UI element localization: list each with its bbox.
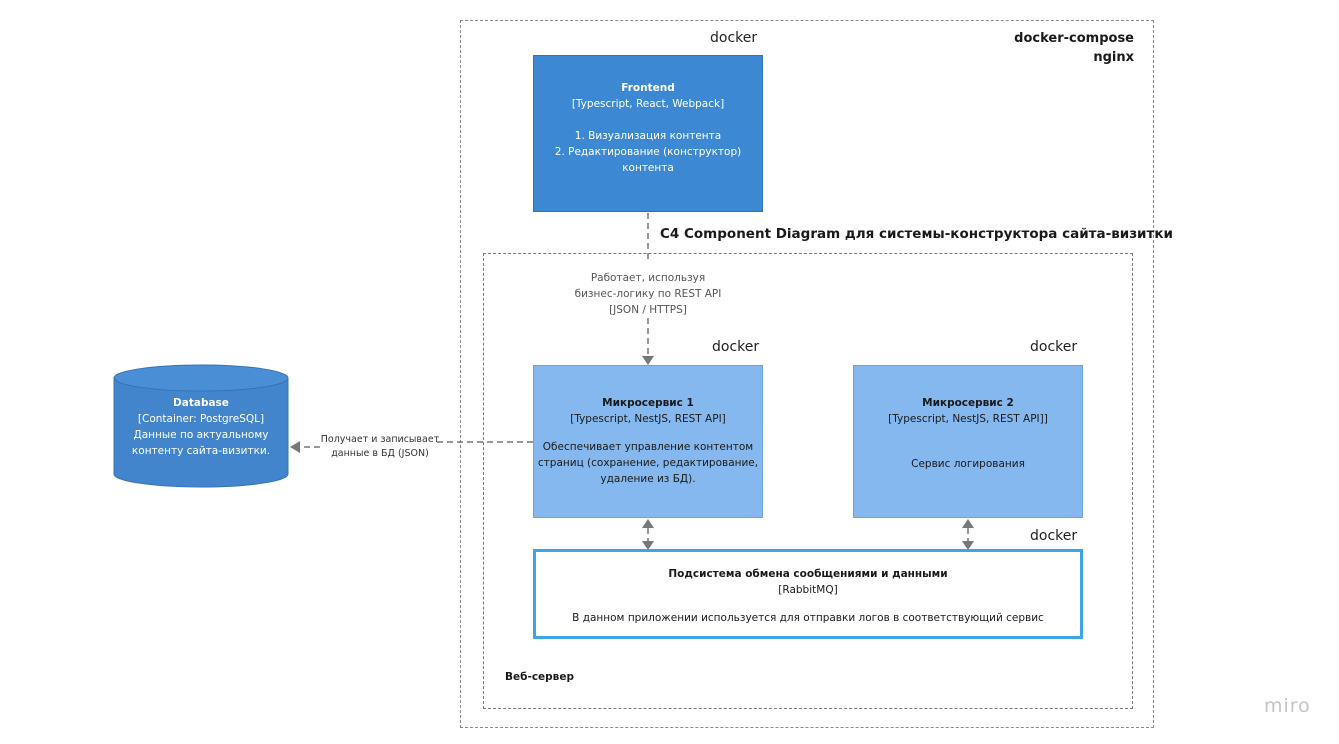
frontend-title: Frontend: [621, 82, 675, 94]
docker-label-ms1: docker: [712, 339, 760, 355]
frontend-desc-3: контента: [622, 162, 674, 174]
mq-title: Подсистема обмена сообщениями и данными: [668, 568, 948, 580]
database-title: Database: [173, 397, 229, 409]
frontend-container[interactable]: Frontend [Typescript, React, Webpack] 1.…: [533, 55, 763, 212]
web-server-boundary: [483, 253, 1133, 709]
frontend-tech: [Typescript, React, Webpack]: [571, 98, 725, 110]
ms2-tech: [Typescript, NestJS, REST API]]: [888, 413, 1048, 425]
database-cylinder-icon[interactable]: [113, 364, 289, 488]
mq-tech: [RabbitMQ]: [778, 584, 838, 596]
edge-db-label: Получает и записывает данные в БД (JSON): [318, 433, 442, 461]
frontend-desc-2: 2. Редактирование (конструктор): [554, 146, 742, 158]
database-desc-2: контенту сайта-визитки.: [131, 445, 271, 457]
docker-compose-title: docker-compose nginx: [900, 29, 1134, 67]
frontend-desc-1: 1. Визуализация контента: [574, 130, 722, 142]
ms1-tech: [Typescript, NestJS, REST API]: [570, 413, 726, 425]
arrowhead-mq-left-down: [642, 541, 654, 550]
ms2-desc-1: Сервис логирования: [911, 458, 1025, 470]
microservice-1-container[interactable]: Микросервис 1 [Typescript, NestJS, REST …: [533, 365, 763, 518]
ms1-desc-2: страниц (сохранение, редактирование,: [537, 457, 759, 469]
database-tech: [Container: PostgreSQL]: [137, 413, 265, 425]
ms1-title: Микросервис 1: [602, 397, 694, 409]
edge-frontend-label-1: Работает, используя: [590, 272, 706, 284]
docker-label-mq: docker: [1030, 528, 1078, 544]
edge-db-label-1: Получает и записывает: [320, 434, 440, 445]
database-desc-1: Данные по актуальному: [133, 429, 269, 441]
diagram-title: C4 Component Diagram для системы-констру…: [660, 226, 1173, 242]
web-server-label: Веб-сервер: [505, 671, 574, 683]
microservice-2-container[interactable]: Микросервис 2 [Typescript, NestJS, REST …: [853, 365, 1083, 518]
edge-frontend-label-2: бизнес-логику по REST API: [574, 288, 722, 300]
docker-label-ms2: docker: [1030, 339, 1078, 355]
ms2-title: Микросервис 2: [922, 397, 1014, 409]
mq-desc-1: В данном приложении используется для отп…: [572, 612, 1044, 624]
edge-frontend-label-3: [JSON / HTTPS]: [609, 304, 687, 316]
docker-label-frontend: docker: [710, 30, 758, 46]
ms1-desc-3: удаление из БД).: [600, 473, 696, 485]
database-label: Database [Container: PostgreSQL] Данные …: [113, 395, 289, 459]
arrowhead-db: [290, 441, 300, 453]
arrowhead-ms1-top: [642, 356, 654, 365]
edge-db-label-2: данные в БД (JSON): [331, 448, 429, 459]
arrowhead-ms2-bottom-up: [962, 519, 974, 528]
message-queue-container[interactable]: Подсистема обмена сообщениями и данными …: [533, 549, 1083, 639]
edge-frontend-label: Работает, используя бизнес-логику по RES…: [548, 270, 748, 318]
docker-compose-label: docker-compose: [1014, 31, 1134, 46]
arrowhead-mq-right-down: [962, 541, 974, 550]
docker-compose-boundary: [460, 20, 1154, 728]
nginx-label: nginx: [1093, 50, 1134, 65]
ms1-desc-1: Обеспечивает управление контентом: [542, 441, 754, 453]
miro-watermark-logo: miro: [1264, 695, 1311, 717]
arrowhead-ms1-bottom-up: [642, 519, 654, 528]
